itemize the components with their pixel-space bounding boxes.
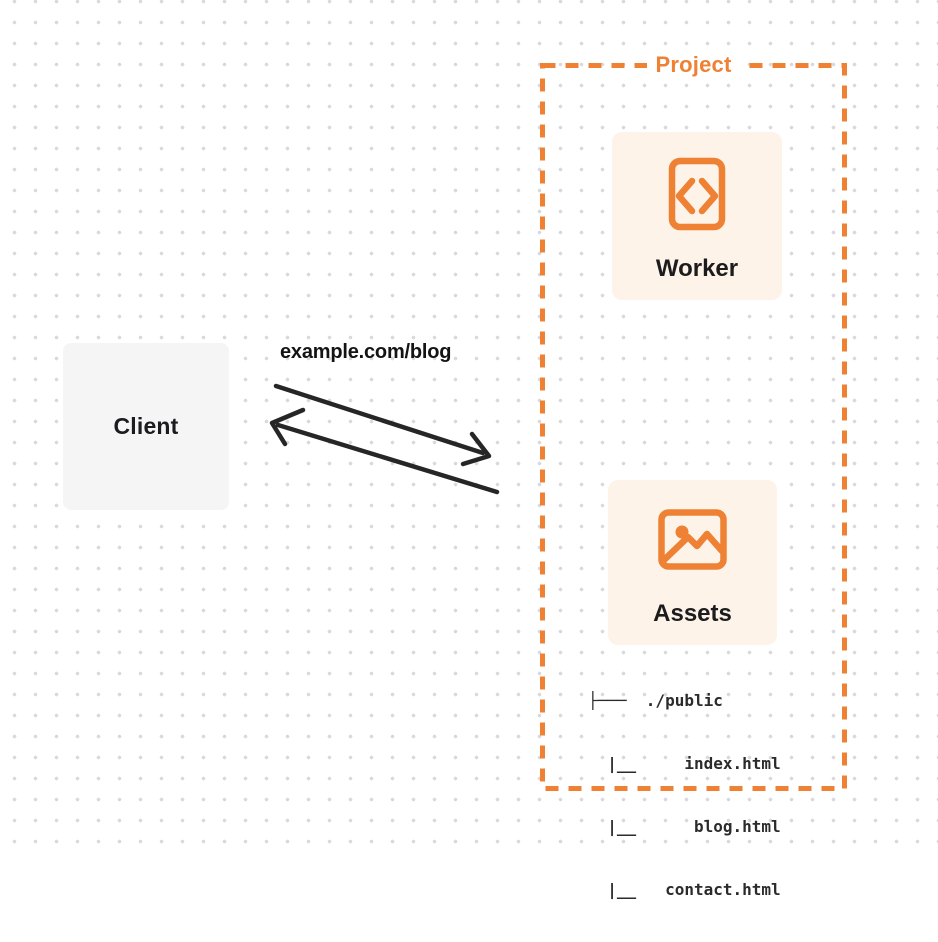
worker-node: Worker [612,132,782,300]
diagram-canvas: Client example.com/blog Project Worker [0,0,938,899]
assets-file-tree: ├─── ./public |__ index.html |__ blog.ht… [588,648,781,942]
request-arrow [273,383,492,467]
assets-label: Assets [653,600,732,627]
image-icon [658,509,727,570]
assets-node: Assets [608,480,777,645]
response-arrow [269,407,500,495]
client-label: Client [113,413,179,439]
file-tree-line: |__ contact.html [588,880,781,899]
project-title: Project [646,51,741,79]
file-tree-line: ├─── ./public [588,691,723,710]
file-tree-line: |__ index.html [588,754,781,773]
file-tree-line: |__ blog.html [588,817,781,836]
client-node: Client [63,343,229,510]
code-document-icon [668,157,726,231]
worker-label: Worker [655,255,739,282]
request-url-label: example.com/blog [280,341,452,363]
project-title-row: Project [542,51,845,79]
